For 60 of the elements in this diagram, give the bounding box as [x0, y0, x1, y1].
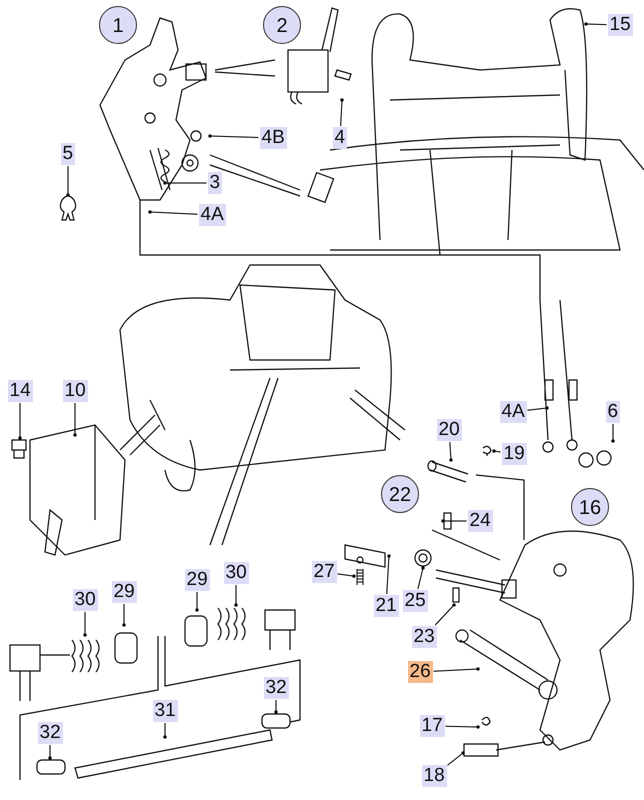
leader-line	[611, 424, 615, 443]
leader-line	[386, 554, 391, 594]
callout-number: 3	[208, 172, 222, 194]
callout-number: 14	[8, 380, 33, 402]
group-number: 22	[381, 475, 419, 513]
group-number: 16	[571, 488, 609, 526]
callout-number: 21	[374, 595, 399, 617]
callout-number: 29	[112, 581, 137, 603]
leader-line	[274, 700, 278, 714]
leader-line	[434, 603, 456, 626]
callout-number: 30	[224, 562, 249, 584]
leader-line	[337, 573, 356, 578]
callout-number: 19	[502, 443, 527, 465]
callout-number: 29	[184, 569, 210, 591]
group-number: 1	[99, 6, 137, 44]
leader-line	[208, 134, 259, 138]
callout-number: 25	[402, 590, 428, 612]
leader-line	[584, 22, 607, 26]
leader-line	[48, 744, 52, 760]
callout-number: 4B	[260, 127, 287, 149]
leader-line	[340, 98, 344, 126]
callout-number: 15	[608, 14, 633, 36]
callout-number: 18	[422, 765, 447, 787]
callout-number: 10	[62, 380, 88, 402]
callout-number: 4A	[198, 204, 226, 226]
callout-number: 32	[264, 677, 289, 699]
leader-line	[66, 166, 70, 197]
callout-number: 27	[312, 561, 337, 583]
spring-drawing	[355, 568, 365, 586]
leader-line	[445, 725, 480, 729]
leader-line	[234, 584, 238, 607]
callout-number: 23	[412, 626, 437, 648]
leader-line	[449, 442, 453, 462]
leader-line	[18, 402, 22, 440]
leader-line	[122, 604, 126, 627]
leader-line	[492, 449, 501, 453]
callout-number: 4A	[500, 401, 527, 423]
callout-number: 31	[152, 700, 178, 722]
leader-line	[441, 519, 467, 523]
callout-number: 6	[606, 401, 620, 423]
callout-number: 5	[60, 143, 76, 165]
leader-line	[433, 667, 480, 672]
clip-drawing	[481, 444, 493, 456]
leader-line	[527, 406, 549, 411]
callout-number: 17	[420, 715, 445, 737]
callout-number: 30	[72, 589, 98, 611]
leader-line	[195, 592, 199, 612]
leader-line	[163, 181, 207, 185]
group-number: 2	[263, 6, 301, 44]
callout-number: 32	[38, 722, 63, 744]
leader-line	[73, 402, 77, 437]
callout-number: 20	[436, 419, 462, 441]
leader-line	[83, 612, 87, 637]
leader-line	[417, 566, 425, 590]
callout-number: 24	[468, 510, 493, 532]
callout-number: 26	[408, 661, 433, 683]
callout-number: 4	[332, 127, 348, 149]
leader-line	[148, 210, 198, 215]
leader-line	[163, 722, 167, 739]
leader-line	[447, 751, 465, 766]
